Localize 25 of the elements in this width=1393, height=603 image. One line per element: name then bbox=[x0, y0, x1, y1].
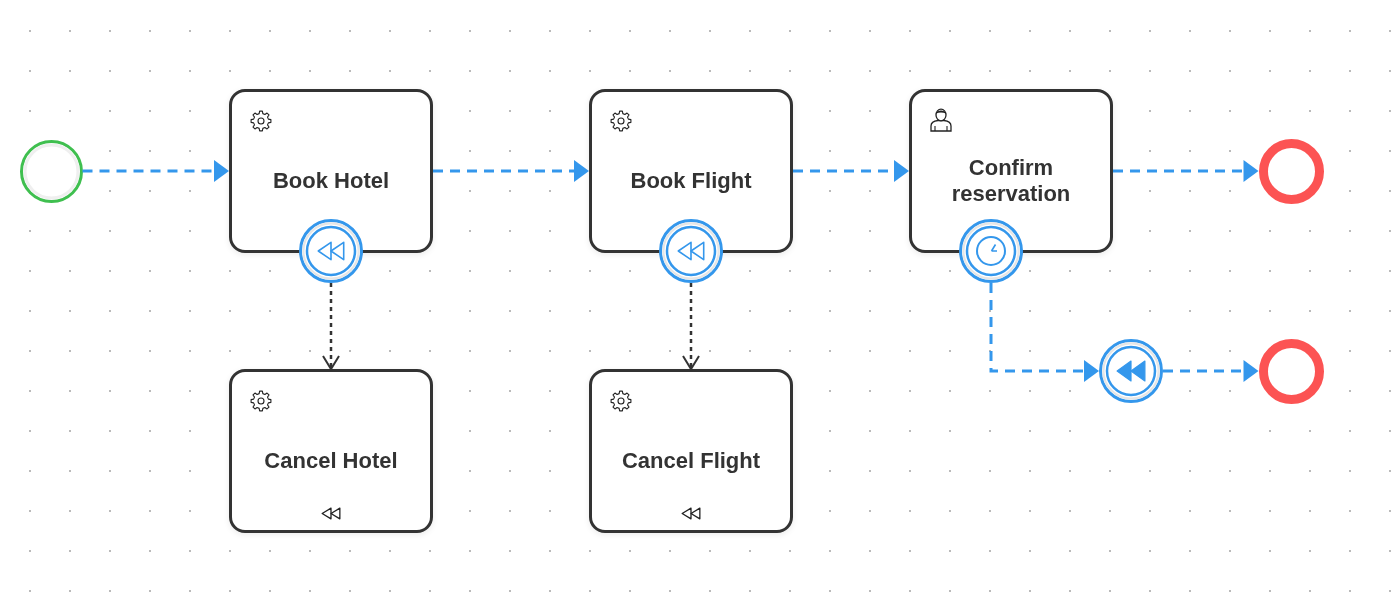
task-label: Cancel Hotel bbox=[264, 448, 398, 474]
boundary-event-circle bbox=[659, 219, 723, 283]
sequence-flow-arrow bbox=[989, 283, 1099, 382]
start-event-circle bbox=[19, 139, 83, 203]
task-box bbox=[229, 369, 433, 533]
task-box bbox=[589, 89, 793, 253]
task-label: Cancel Flight bbox=[621, 448, 761, 474]
sequence-flow-arrow bbox=[433, 160, 589, 182]
boundary-event-circle bbox=[959, 219, 1023, 283]
boundary-event-circle bbox=[299, 219, 363, 283]
task-label: Book Flight bbox=[630, 168, 752, 194]
task-box bbox=[589, 369, 793, 533]
task-label: Book Hotel bbox=[272, 168, 390, 194]
sequence-flow-arrow bbox=[82, 160, 229, 182]
task-label: Confirm reservation bbox=[950, 155, 1072, 207]
task-box bbox=[909, 89, 1113, 253]
association-arrow bbox=[682, 283, 700, 370]
sequence-flow-arrow bbox=[793, 160, 909, 182]
end-event-circle bbox=[1258, 138, 1324, 204]
end-event-circle bbox=[1258, 338, 1324, 404]
sequence-flow-arrow bbox=[1163, 360, 1259, 382]
sequence-flow-arrow bbox=[1113, 160, 1259, 182]
intermediate-event-circle bbox=[1099, 339, 1163, 403]
association-arrow bbox=[322, 283, 340, 370]
task-box bbox=[229, 89, 433, 253]
